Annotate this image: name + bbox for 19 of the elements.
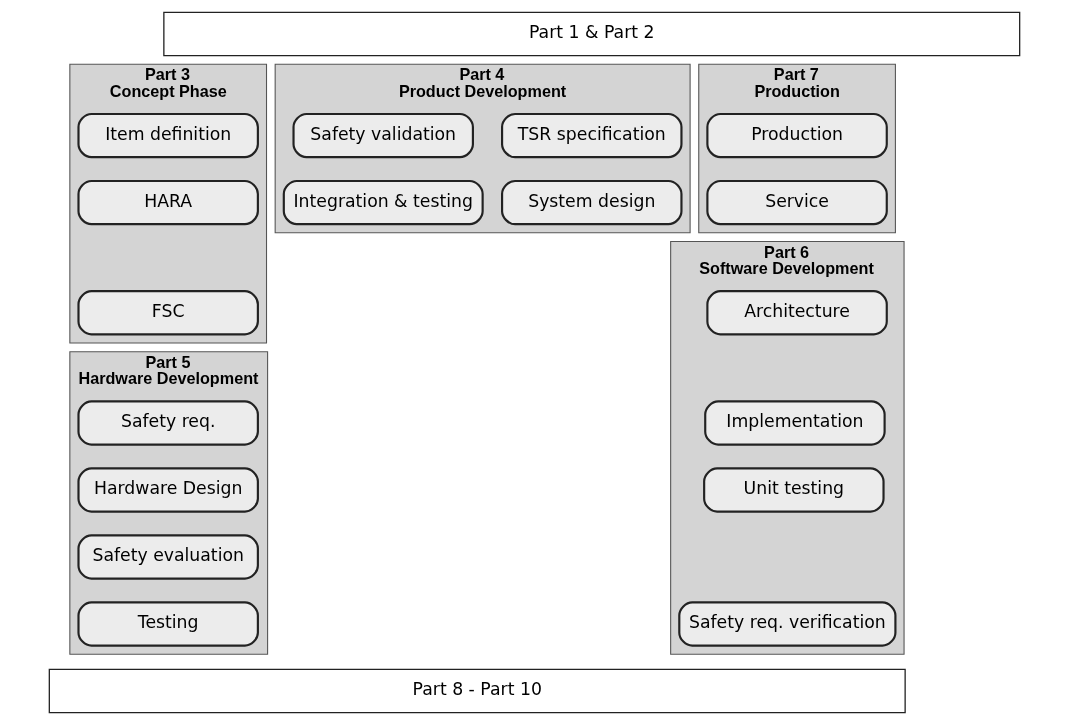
node-box: Production [706,112,888,159]
node-box: Safety validation [292,112,474,159]
node-box: Safety evaluation [77,534,259,580]
node-box: Service [706,179,888,226]
node-box: Integration & testing [282,179,484,226]
node-box: Safety req. [77,400,259,446]
node-box: HARA [77,179,259,226]
node-box: Safety req. verification [678,601,897,647]
node-box: Testing [77,601,259,647]
node-box: Item definition [77,112,259,159]
node-box: Architecture [706,290,888,336]
node-box: Unit testing [703,467,885,513]
node-box: Implementation [704,400,886,446]
node-box: FSC [77,290,259,336]
node-box: Part 8 - Part 10 [48,668,906,714]
node-box: Hardware Design [77,467,259,513]
node-box: TSR specification [501,112,683,159]
node-box: Part 1 & Part 2 [163,11,1021,57]
node-box: System design [501,179,683,226]
